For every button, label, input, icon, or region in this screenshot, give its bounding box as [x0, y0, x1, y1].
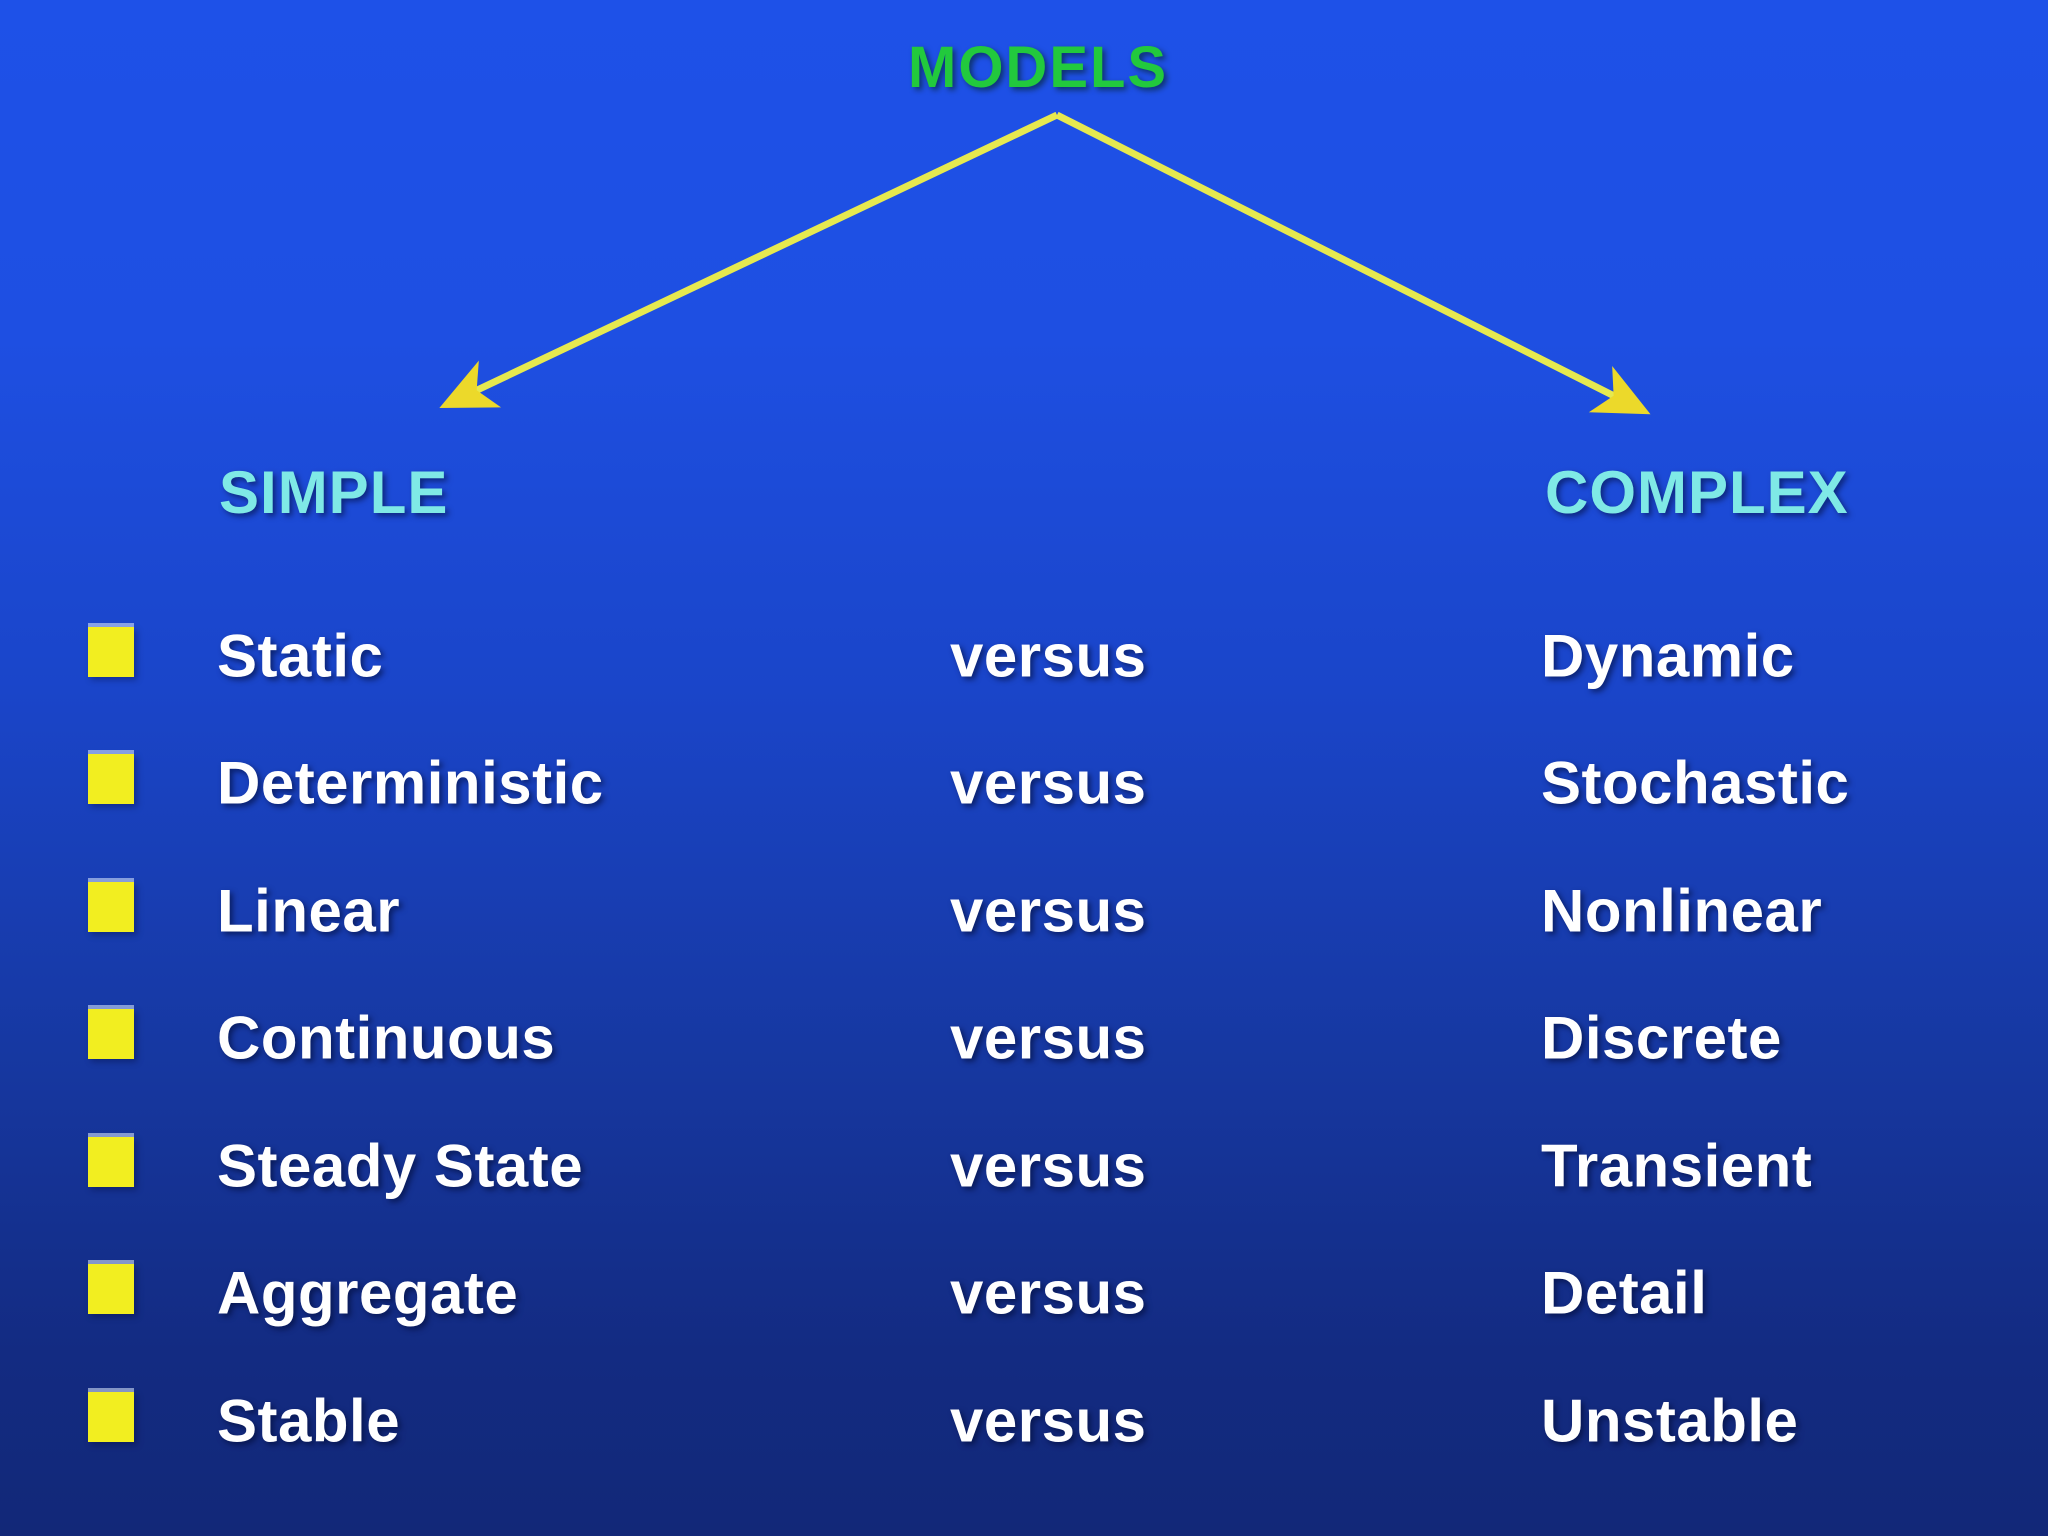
- complex-term: Unstable: [1541, 1387, 1799, 1455]
- complex-term: Dynamic: [1541, 622, 1795, 690]
- simple-term: Linear: [217, 877, 401, 945]
- bullet-square-icon: [88, 1391, 134, 1442]
- bullet-square-icon: [88, 1136, 134, 1187]
- versus-label: versus: [950, 1004, 1147, 1072]
- simple-term: Stable: [217, 1387, 401, 1455]
- comparison-row: Steady State versus Transient: [0, 1102, 2048, 1230]
- comparison-row: Linear versus Nonlinear: [0, 847, 2048, 975]
- bullet-square-icon: [88, 881, 134, 932]
- comparison-row: Static versus Dynamic: [0, 592, 2048, 720]
- arrow-left-icon: [439, 111, 1059, 409]
- slide-title: MODELS: [908, 35, 1169, 100]
- simple-term: Static: [217, 622, 384, 690]
- comparison-row: Deterministic versus Stochastic: [0, 720, 2048, 848]
- simple-term: Aggregate: [217, 1259, 519, 1327]
- versus-label: versus: [950, 1132, 1147, 1200]
- complex-term: Stochastic: [1541, 749, 1850, 817]
- bullet-square-icon: [88, 626, 134, 677]
- bullet-square-icon: [88, 1264, 134, 1315]
- versus-label: versus: [950, 877, 1147, 945]
- versus-label: versus: [950, 1259, 1147, 1327]
- branch-label-simple: SIMPLE: [219, 459, 449, 526]
- branch-label-complex: COMPLEX: [1545, 459, 1849, 526]
- bullet-square-icon: [88, 754, 134, 805]
- complex-term: Discrete: [1541, 1004, 1782, 1072]
- bullet-square-icon: [88, 1009, 134, 1060]
- versus-label: versus: [950, 622, 1147, 690]
- versus-label: versus: [950, 1387, 1147, 1455]
- versus-label: versus: [950, 749, 1147, 817]
- comparison-list: Static versus Dynamic Deterministic vers…: [0, 592, 2048, 1485]
- complex-term: Nonlinear: [1541, 877, 1823, 945]
- arrow-right-icon: [1055, 111, 1651, 415]
- simple-term: Steady State: [217, 1132, 584, 1200]
- simple-term: Continuous: [217, 1004, 556, 1072]
- comparison-row: Continuous versus Discrete: [0, 975, 2048, 1103]
- simple-term: Deterministic: [217, 749, 604, 817]
- complex-term: Transient: [1541, 1132, 1813, 1200]
- comparison-row: Aggregate versus Detail: [0, 1230, 2048, 1358]
- comparison-row: Stable versus Unstable: [0, 1357, 2048, 1485]
- complex-term: Detail: [1541, 1259, 1708, 1327]
